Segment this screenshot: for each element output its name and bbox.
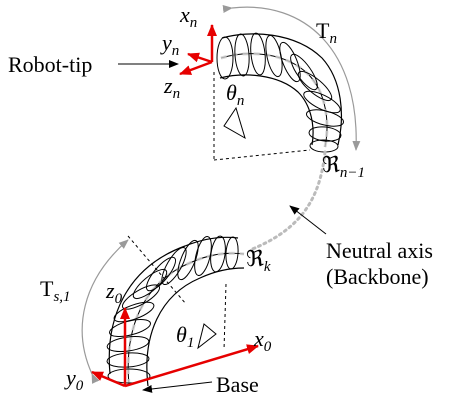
z0-label: z0 [105, 278, 123, 307]
neutral-axis-label-line1: Neutral axis [326, 238, 433, 263]
theta-n-label: θn [226, 80, 244, 109]
base-disk [145, 256, 177, 292]
base-disk [210, 235, 226, 273]
x0-label: x0 [253, 326, 272, 355]
r-n-minus-1-label: ℜn−1 [322, 152, 365, 181]
base-section-backbone-highlight [126, 251, 245, 386]
tip-frame-axes [179, 24, 217, 76]
yn-axis-arrow [187, 52, 213, 64]
tn-motion-arc [222, 4, 361, 151]
y0-axis-arrow [91, 370, 126, 388]
base-disk [194, 236, 212, 276]
base-label: Base [216, 372, 259, 397]
theta-n-dashed-line-radial [213, 149, 311, 161]
theta-1-angle-icon [197, 323, 217, 350]
neutral-axis-label-line2: (Backbone) [326, 264, 429, 289]
xn-label: xn [179, 2, 197, 31]
base-section-centerline [127, 252, 245, 386]
base-dashed-line-right [223, 283, 227, 351]
base-disk [225, 236, 239, 270]
yn-label: yn [160, 30, 179, 59]
theta-1-label: θ1 [176, 322, 194, 351]
base-section [81, 235, 259, 393]
base-section-inner-edge [146, 267, 245, 387]
ts1-motion-arc [81, 239, 129, 384]
base-pointer-arrow [142, 381, 213, 393]
neutral-axis-dotted-curve [248, 150, 327, 252]
tip-section-outer-edge [221, 33, 343, 146]
ts1-label: Ts,1 [40, 276, 71, 305]
neutral-axis-pointer-arrow [289, 205, 327, 235]
robot-tip-label: Robot-tip [8, 52, 92, 77]
zn-axis-arrow [179, 60, 213, 76]
theta-n-angle-icon [223, 106, 246, 140]
tip-disk [297, 70, 333, 102]
y0-label: y0 [64, 365, 84, 394]
zn-label: zn [163, 73, 180, 102]
base-frame-axes [91, 307, 259, 388]
tn-label: Tn [316, 18, 337, 47]
tip-section [118, 4, 361, 161]
base-disk [106, 335, 150, 353]
base-disk [161, 246, 187, 286]
r-k-label: ℜk [246, 246, 271, 275]
labels: Robot-tip xn yn zn Tn θn ℜn−1 Neutral ax… [8, 2, 433, 397]
x0-axis-arrow [124, 344, 259, 388]
